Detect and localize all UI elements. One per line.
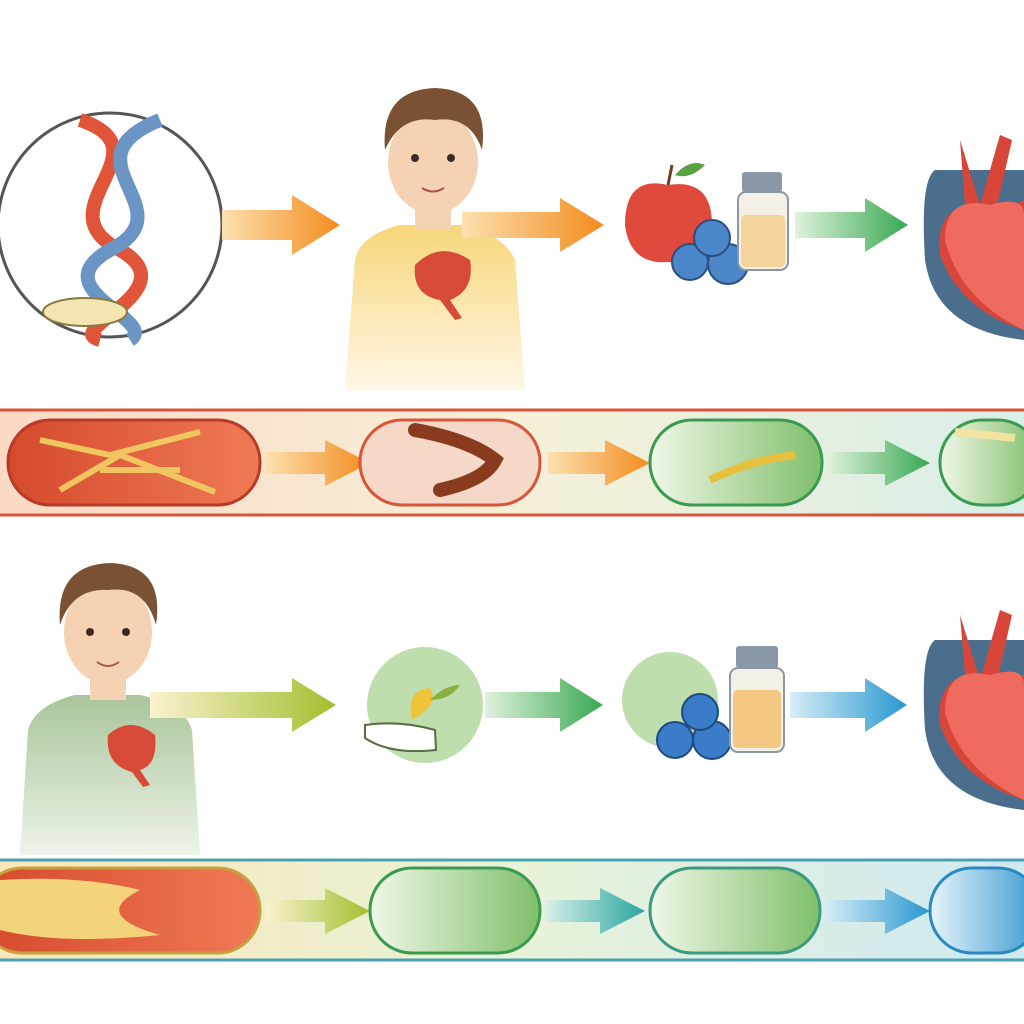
- bottle-icon: [737, 172, 789, 271]
- hair: [384, 88, 484, 150]
- arrow-right-icon: [265, 888, 370, 934]
- bottle-icon: [729, 646, 785, 753]
- child-green-shirt: [20, 563, 200, 855]
- artery-vessel-clear: [928, 866, 1024, 955]
- arrow-right-icon: [545, 888, 645, 934]
- artery-vessel-partial: [358, 418, 542, 507]
- arrow-right-icon: [222, 195, 340, 255]
- arrow-right-icon: [462, 198, 604, 252]
- medicine-group: [622, 646, 785, 760]
- heart-illustration-2: [923, 610, 1024, 810]
- plaque-icon: [39, 429, 217, 495]
- shirt: [20, 695, 200, 855]
- artery-vessel-clear: [938, 418, 1024, 507]
- arrow-right-icon: [150, 678, 336, 732]
- apple-icon: [625, 183, 712, 263]
- artery-vessel-improving: [648, 418, 824, 507]
- heart-icon: [945, 671, 1024, 800]
- heart-icon: [414, 251, 471, 320]
- progression-band-2: [0, 858, 1024, 962]
- heart-icon: [945, 201, 1024, 330]
- shoe-icon: [364, 722, 438, 753]
- hair: [59, 563, 158, 625]
- arrow-right-icon: [265, 440, 370, 486]
- artery-vessel-improving: [368, 866, 542, 955]
- heart-illustration: [923, 135, 1024, 340]
- shoe-icon: [42, 297, 128, 327]
- pill-icon: [656, 693, 732, 760]
- dna-circle: [0, 111, 224, 347]
- progression-band-1: [0, 408, 1024, 517]
- sprout-circle: [364, 647, 483, 763]
- shirt: [345, 225, 525, 390]
- child-yellow-shirt: [345, 88, 525, 390]
- child-face: [388, 110, 478, 214]
- child-face: [64, 580, 152, 684]
- heart-icon: [107, 725, 156, 787]
- food-medicine-group: [625, 162, 789, 285]
- arrow-right-icon: [790, 678, 907, 732]
- artery-vessel-healthy: [648, 866, 822, 955]
- sprout-icon: [410, 688, 433, 720]
- pill-icon: [671, 219, 749, 285]
- arrow-right-icon: [548, 440, 650, 486]
- arrow-right-icon: [825, 888, 930, 934]
- arrow-right-icon: [828, 440, 930, 486]
- arrow-right-icon: [485, 678, 603, 732]
- arrow-right-icon: [795, 198, 908, 252]
- plaque-icon: [0, 878, 160, 939]
